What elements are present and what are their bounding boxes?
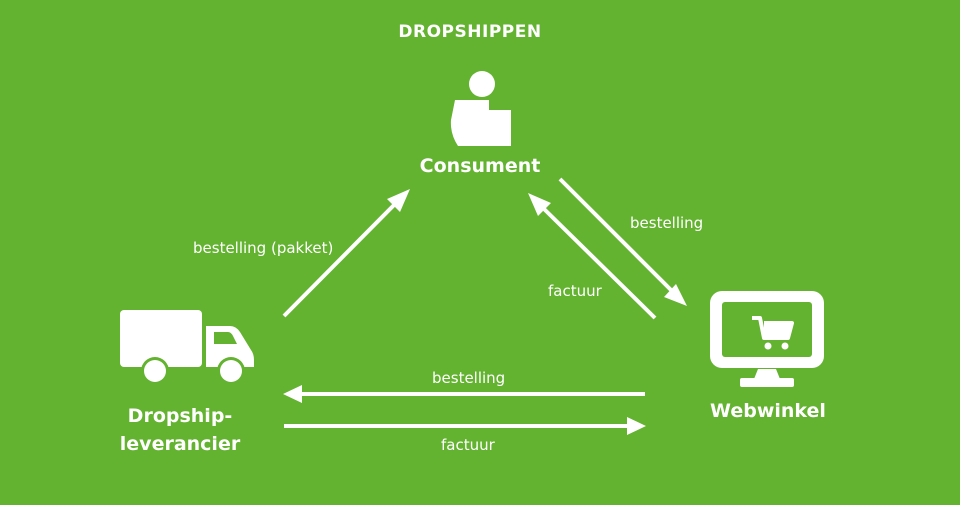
supplier-label: Dropship- leverancier: [90, 402, 270, 458]
monitor-cart-icon: [710, 291, 824, 387]
diagram-title: DROPSHIPPEN: [398, 22, 542, 42]
supplier-label-line1: Dropship-: [127, 405, 233, 427]
supplier-label-line2: leverancier: [119, 433, 241, 455]
edge-label-consumer-to-webshop: bestelling: [630, 214, 704, 232]
edge-label-supplier-to-consumer: bestelling (pakket): [193, 239, 334, 257]
consumer-label: Consument: [419, 155, 541, 177]
truck-icon: [120, 310, 254, 385]
arrow-webshop-to-supplier: [283, 385, 645, 403]
edge-label-webshop-to-supplier: bestelling: [432, 369, 506, 387]
arrow-supplier-to-consumer: [282, 189, 410, 318]
webshop-label: Webwinkel: [710, 400, 826, 422]
arrow-supplier-to-webshop: [284, 417, 646, 435]
arrow-webshop-to-consumer: [528, 193, 657, 320]
edge-label-supplier-to-webshop: factuur: [441, 436, 495, 454]
edge-label-webshop-to-consumer: factuur: [548, 282, 602, 300]
arrow-consumer-to-webshop: [558, 177, 687, 306]
person-icon: [450, 71, 511, 146]
